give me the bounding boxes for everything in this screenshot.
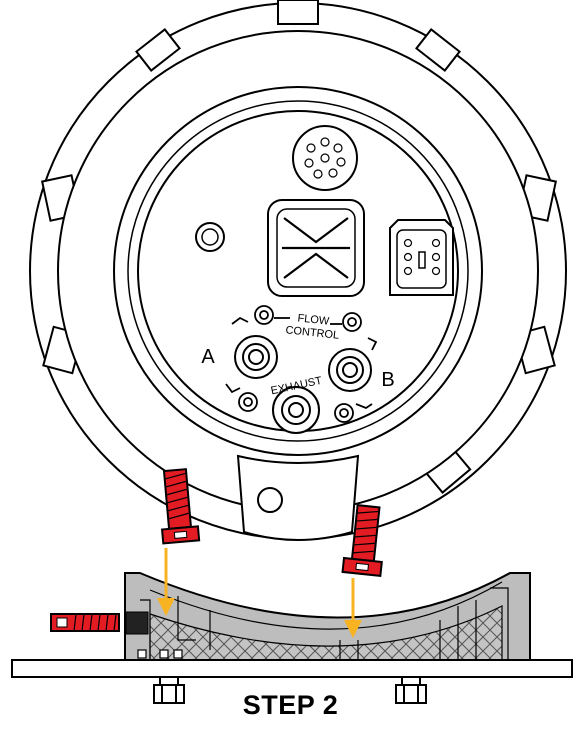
flow-control-label-line2: CONTROL (285, 324, 340, 342)
step-caption: STEP 2 (242, 690, 339, 720)
arrow-icon (157, 548, 362, 638)
mounting-bracket (124, 572, 531, 661)
valve-actuator-icon: FLOW CONTROL A B EXHAUST (29, 0, 567, 541)
set-screw-icon (50, 613, 120, 632)
screw-icon (160, 468, 383, 578)
flow-control-label-line1: FLOW (297, 312, 330, 327)
connector-icon (389, 219, 454, 296)
base-plate (11, 659, 573, 678)
port-b-label: B (381, 369, 394, 391)
nut-icon (153, 676, 427, 704)
port-a-label: A (201, 346, 215, 368)
